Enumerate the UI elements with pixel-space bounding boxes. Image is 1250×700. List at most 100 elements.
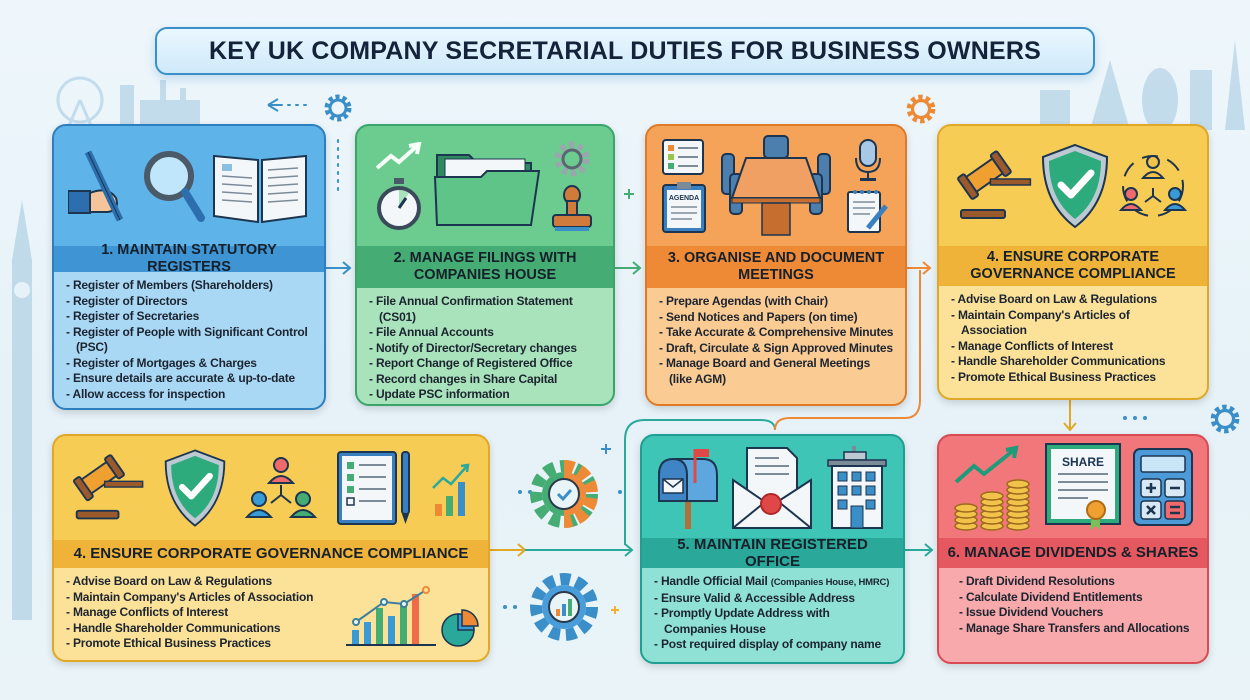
folder-icon: [433, 154, 541, 226]
panel-body: Prepare Agendas (with Chair) Send Notice…: [647, 288, 905, 404]
sealed-envelope-icon: [732, 447, 813, 529]
list-item: Promote Ethical Business Practices: [66, 636, 336, 652]
microphone-icon: [855, 139, 881, 181]
panel-statutory-registers: 1. MAINTAIN STATUTORY REGISTERS Register…: [52, 124, 326, 410]
list-item: Register of People with Significant Cont…: [66, 325, 314, 356]
stamp-icon: [552, 185, 592, 231]
gavel-icon: [73, 454, 144, 520]
list-item: Manage Conflicts of Interest: [66, 605, 336, 621]
panel-meetings: AGENDA: [645, 124, 907, 406]
panel-filings-companies-house: 2. MANAGE FILINGS WITH COMPANIES HOUSE F…: [355, 124, 615, 406]
list-item: Draft, Circulate & Sign Approved Minutes: [659, 341, 895, 357]
duty-list: File Annual Confirmation Statement (CS01…: [369, 294, 603, 403]
gear-icon-blue-right: [1210, 404, 1240, 434]
checklist-icon: [662, 139, 704, 175]
panel-body: File Annual Confirmation Statement (CS01…: [357, 288, 613, 404]
panel-body: Draft Dividend Resolutions Calculate Div…: [939, 568, 1207, 662]
panel-heading: 1. MAINTAIN STATUTORY REGISTERS: [54, 242, 324, 275]
list-item: Advise Board on Law & Regulations: [66, 574, 336, 590]
panel-art: [54, 126, 324, 246]
coins-growth-icon: [954, 445, 1030, 531]
panel-art: [54, 436, 488, 540]
people-network-icon: [244, 457, 318, 518]
agenda-clipboard-icon: AGENDA: [662, 182, 706, 233]
office-building-icon: [827, 446, 887, 529]
gear-icon-blue-top: [324, 94, 352, 122]
shield-check-icon: [1041, 143, 1109, 229]
people-network-icon: [1118, 155, 1188, 217]
list-item: Manage Share Transfers and Allocations: [959, 621, 1197, 637]
mailbox-icon: [658, 449, 719, 529]
list-item: Register of Directors: [66, 294, 314, 310]
panel-body: Advise Board on Law & Regulations Mainta…: [939, 286, 1207, 398]
panel-heading: 3. ORGANISE AND DOCUMENT MEETINGS: [647, 246, 905, 288]
list-item: Post required display of company name: [654, 637, 893, 653]
list-item: Ensure Valid & Accessible Address: [654, 591, 893, 607]
list-item: Prepare Agendas (with Chair): [659, 294, 895, 310]
list-item: Maintain Company's Articles of Associati…: [66, 590, 336, 606]
list-item: Allow access for inspection: [66, 387, 314, 403]
stopwatch-icon: [377, 178, 421, 230]
duty-list: Prepare Agendas (with Chair) Send Notice…: [659, 294, 895, 387]
list-item: Take Accurate & Comprehensive Minutes: [659, 325, 895, 341]
list-item: Advise Board on Law & Regulations: [951, 292, 1197, 308]
list-item: File Annual Accounts: [369, 325, 603, 341]
big-ben-silhouette: [12, 200, 32, 620]
list-item: Update PSC information: [369, 387, 603, 403]
gear-icon-orange-top: [906, 94, 936, 124]
duty-list: Handle Official Mail (Companies House, H…: [654, 574, 893, 653]
meeting-table-icon: [721, 135, 831, 236]
panel-art: AGENDA: [647, 126, 905, 246]
list-item: Register of Mortgages & Charges: [66, 356, 314, 372]
list-item: Maintain Company's Articles of Associati…: [951, 308, 1197, 339]
list-item: Draft Dividend Resolutions: [959, 574, 1197, 590]
trend-arrow-icon: [375, 142, 422, 170]
list-item: Handle Shareholder Communications: [66, 621, 336, 637]
list-item: Handle Official Mail (Companies House, H…: [654, 574, 893, 591]
panel-governance-bottom: 4. ENSURE CORPORATE GOVERNANCE COMPLIANC…: [52, 434, 490, 662]
page-title-banner: KEY UK COMPANY SECRETARIAL DUTIES FOR BU…: [155, 27, 1095, 75]
panel-body: Advise Board on Law & Regulations Mainta…: [54, 568, 488, 660]
notepad-pen-icon: [847, 190, 888, 233]
panel-heading: 5. MAINTAIN REGISTERED OFFICE: [642, 536, 903, 570]
panel-registered-office: 5. MAINTAIN REGISTERED OFFICE Handle Off…: [640, 434, 905, 664]
line-bar-chart-icon: [346, 586, 436, 646]
panel-body: Register of Members (Shareholders) Regis…: [54, 272, 324, 408]
share-certificate-icon: SHARE: [1045, 443, 1121, 530]
panel-art: [642, 436, 903, 538]
list-item: Promptly Update Address with Companies H…: [654, 606, 893, 637]
duty-list: Advise Board on Law & Regulations Mainta…: [951, 292, 1197, 385]
certificate-label: SHARE: [1062, 455, 1104, 469]
duty-list: Draft Dividend Resolutions Calculate Div…: [959, 574, 1197, 636]
list-item-note: (Companies House, HMRC): [770, 577, 890, 588]
list-item: Notify of Director/Secretary changes: [369, 341, 603, 357]
panel-heading: 2. MANAGE FILINGS WITH COMPANIES HOUSE: [357, 246, 613, 288]
pie-chart-icon: [441, 609, 479, 647]
list-item: Ensure details are accurate & up-to-date: [66, 371, 314, 387]
duty-list: Register of Members (Shareholders) Regis…: [66, 278, 314, 402]
open-book-icon: [212, 154, 307, 224]
list-item: Handle Shareholder Communications: [951, 354, 1197, 370]
gear-icon: [554, 141, 590, 177]
list-item: Promote Ethical Business Practices: [951, 370, 1197, 386]
list-item-main: Handle Official Mail: [660, 574, 768, 588]
shield-check-icon: [164, 449, 226, 527]
list-item: Manage Board and General Meetings (like …: [659, 356, 895, 387]
panel-art: SHARE: [939, 436, 1207, 538]
london-skyline-right: [1040, 40, 1245, 130]
panel-heading: 4. ENSURE CORPORATE GOVERNANCE COMPLIANC…: [54, 540, 488, 568]
duty-list: Advise Board on Law & Regulations Mainta…: [66, 574, 336, 652]
hand-pen-icon: [68, 150, 124, 222]
panel-dividends-shares: SHARE 6. MANAGE DIVIDENDS & SHARES Draft…: [937, 434, 1209, 664]
list-item: Record changes in Share Capital: [369, 372, 603, 388]
gear-check-icon: [530, 460, 598, 528]
gavel-icon: [957, 150, 1032, 219]
list-item: Manage Conflicts of Interest: [951, 339, 1197, 355]
calculator-icon: [1133, 448, 1193, 526]
list-item: Report Change of Registered Office: [369, 356, 603, 372]
panel-body: Handle Official Mail (Companies House, H…: [642, 568, 903, 662]
list-item: Register of Secretaries: [66, 309, 314, 325]
list-item: Calculate Dividend Entitlements: [959, 590, 1197, 606]
list-item: Send Notices and Papers (on time): [659, 310, 895, 326]
